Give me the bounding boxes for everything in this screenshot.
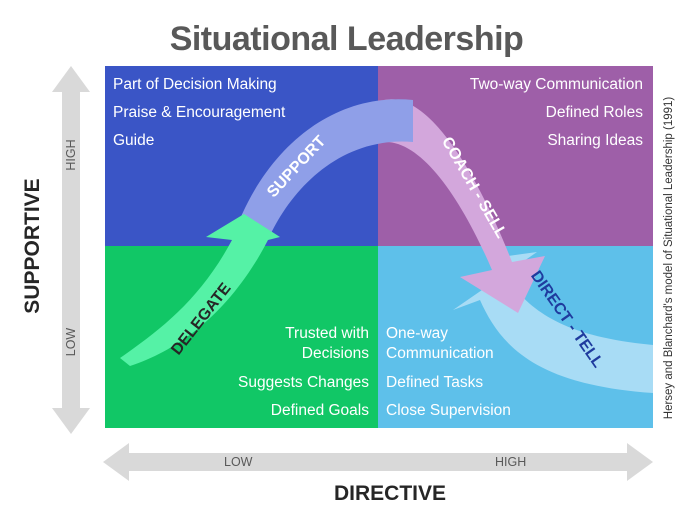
x-axis-low: LOW: [224, 455, 253, 469]
tl-item-2: Praise & Encouragement: [113, 104, 286, 121]
br-item-1: One-way: [386, 325, 449, 342]
x-axis-label: DIRECTIVE: [333, 482, 446, 505]
bl-item-2: Decisions: [301, 345, 369, 362]
tr-item-1: Two-way Communication: [469, 76, 643, 93]
directive-axis-arrow: [103, 443, 653, 481]
citation: Hersey and Blanchard's model of Situatio…: [663, 96, 675, 420]
bl-item-3: Suggests Changes: [238, 374, 369, 391]
tl-item-1: Part of Decision Making: [113, 76, 277, 93]
supportive-axis-arrow: [52, 66, 90, 434]
tr-item-3: Sharing Ideas: [547, 132, 643, 149]
x-axis-high: HIGH: [495, 455, 527, 469]
tr-item-2: Defined Roles: [545, 104, 643, 121]
bl-item-4: Defined Goals: [270, 402, 369, 419]
coach-sell-segment: [384, 99, 545, 313]
y-axis-high: HIGH: [64, 139, 78, 171]
tl-item-3: Guide: [113, 132, 155, 149]
br-item-4: Close Supervision: [386, 402, 511, 419]
br-item-3: Defined Tasks: [386, 374, 484, 391]
support-segment: [232, 99, 413, 240]
y-axis-low: LOW: [64, 327, 78, 357]
br-item-2: Communication: [386, 345, 494, 362]
bl-item-1: Trusted with: [285, 325, 369, 342]
diagram-title: Situational Leadership: [169, 20, 524, 58]
y-axis-label: SUPPORTIVE: [21, 178, 44, 314]
delegate-segment: [120, 214, 280, 366]
